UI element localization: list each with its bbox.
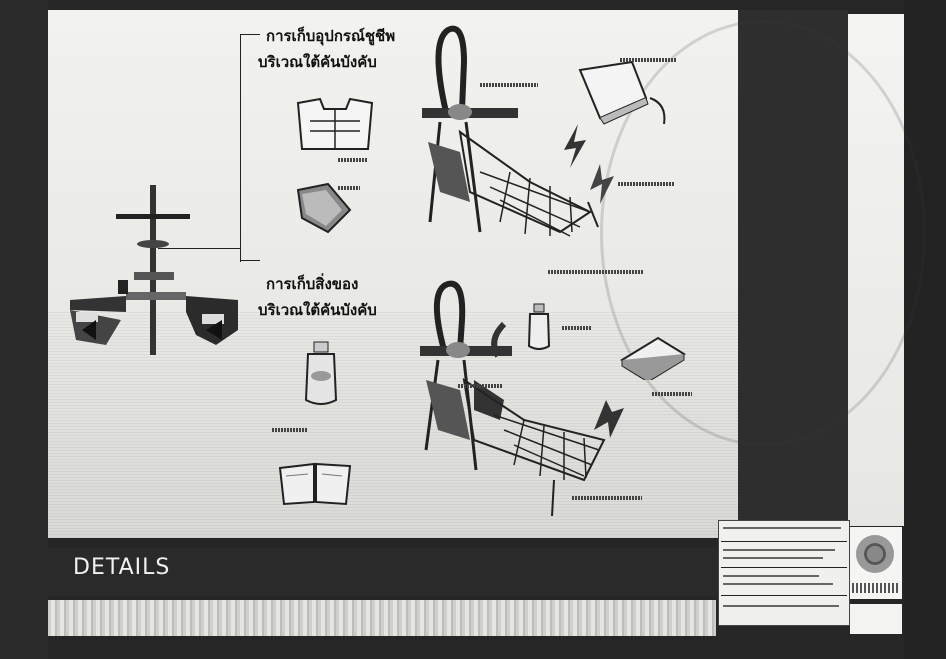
tb-text-line [723,583,833,585]
leader-line-3 [240,260,260,261]
lower-note-4 [652,392,692,396]
caption-belongings-line1: การเก็บสิ่งของ [266,272,358,296]
lower-note-2 [572,496,642,500]
seal-caption [852,583,900,593]
arrow-group-lower [484,320,644,440]
far-right-band [904,0,946,659]
caption-bracket-lower [240,248,241,262]
tb-divider [721,595,847,596]
leader-line-2 [240,34,260,35]
details-title: DETAILS [73,555,170,580]
title-block [718,520,850,626]
life-vest-drawing [290,95,380,155]
cloth-note [620,58,676,62]
caption-life-vest-line2: บริเวณใต้คันบังคับ [258,50,377,74]
upper-note-1 [480,83,538,87]
caption-bracket-upper [240,34,241,248]
sheet-number-box [850,604,902,634]
tb-text-line [723,527,841,529]
left-margin-band [0,0,48,659]
steering-section-drawing [66,180,246,360]
tb-text-line [723,549,835,551]
vest-dimension-label [338,158,368,162]
tb-text-line [723,605,839,607]
tb-text-line [723,557,823,559]
tb-divider [721,541,847,542]
leader-line-1 [158,248,240,249]
bottle-label [272,428,308,432]
university-seal [856,535,894,573]
tb-divider [721,567,847,568]
lower-note-3 [562,326,592,330]
lower-note-1 [458,384,502,388]
water-bottle-drawing [296,340,346,410]
upper-note-3 [618,182,674,186]
folded-vest-label [338,186,360,190]
caption-life-vest-line1: การเก็บอุปกรณ์ชูชีพ [266,24,395,48]
upper-note-2 [548,270,644,274]
book-drawing [276,458,356,508]
details-texture-strip [48,600,716,636]
caption-belongings-line2: บริเวณใต้คันบังคับ [258,298,377,322]
tb-text-line [723,575,819,577]
arrow-group-upper [556,120,616,210]
